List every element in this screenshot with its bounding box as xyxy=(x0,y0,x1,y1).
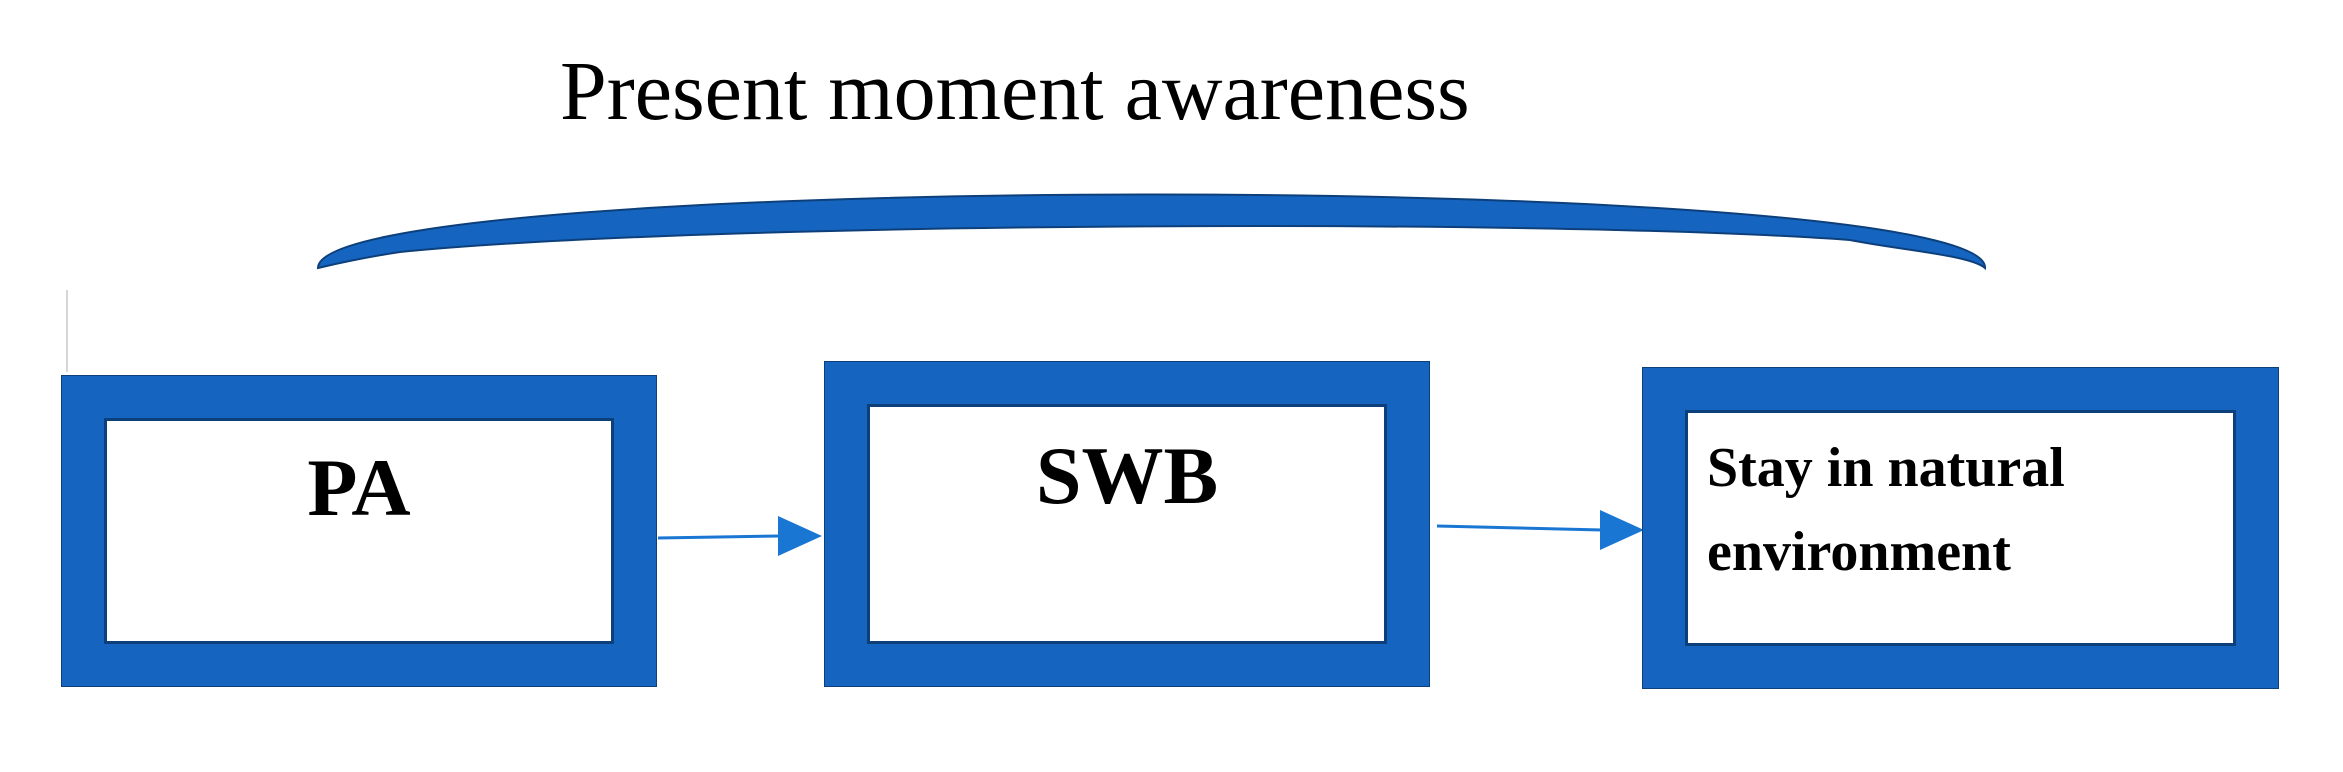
left-margin-line xyxy=(66,290,68,372)
node-pa-label: PA xyxy=(307,442,411,533)
node-pa: PA xyxy=(62,376,656,686)
node-swb: SWB xyxy=(825,362,1429,686)
node-env-label: Stay in natural environment xyxy=(1707,437,2065,583)
present-moment-awareness-label: Present moment awareness xyxy=(560,45,1470,138)
arrow-swb-to-env xyxy=(1436,510,1644,550)
node-stay-in-natural-environment: Stay in natural environment xyxy=(1643,368,2278,688)
arrow-pa-to-swb xyxy=(657,516,822,556)
node-swb-label: SWB xyxy=(1035,430,1219,521)
awareness-arc xyxy=(316,193,1987,271)
